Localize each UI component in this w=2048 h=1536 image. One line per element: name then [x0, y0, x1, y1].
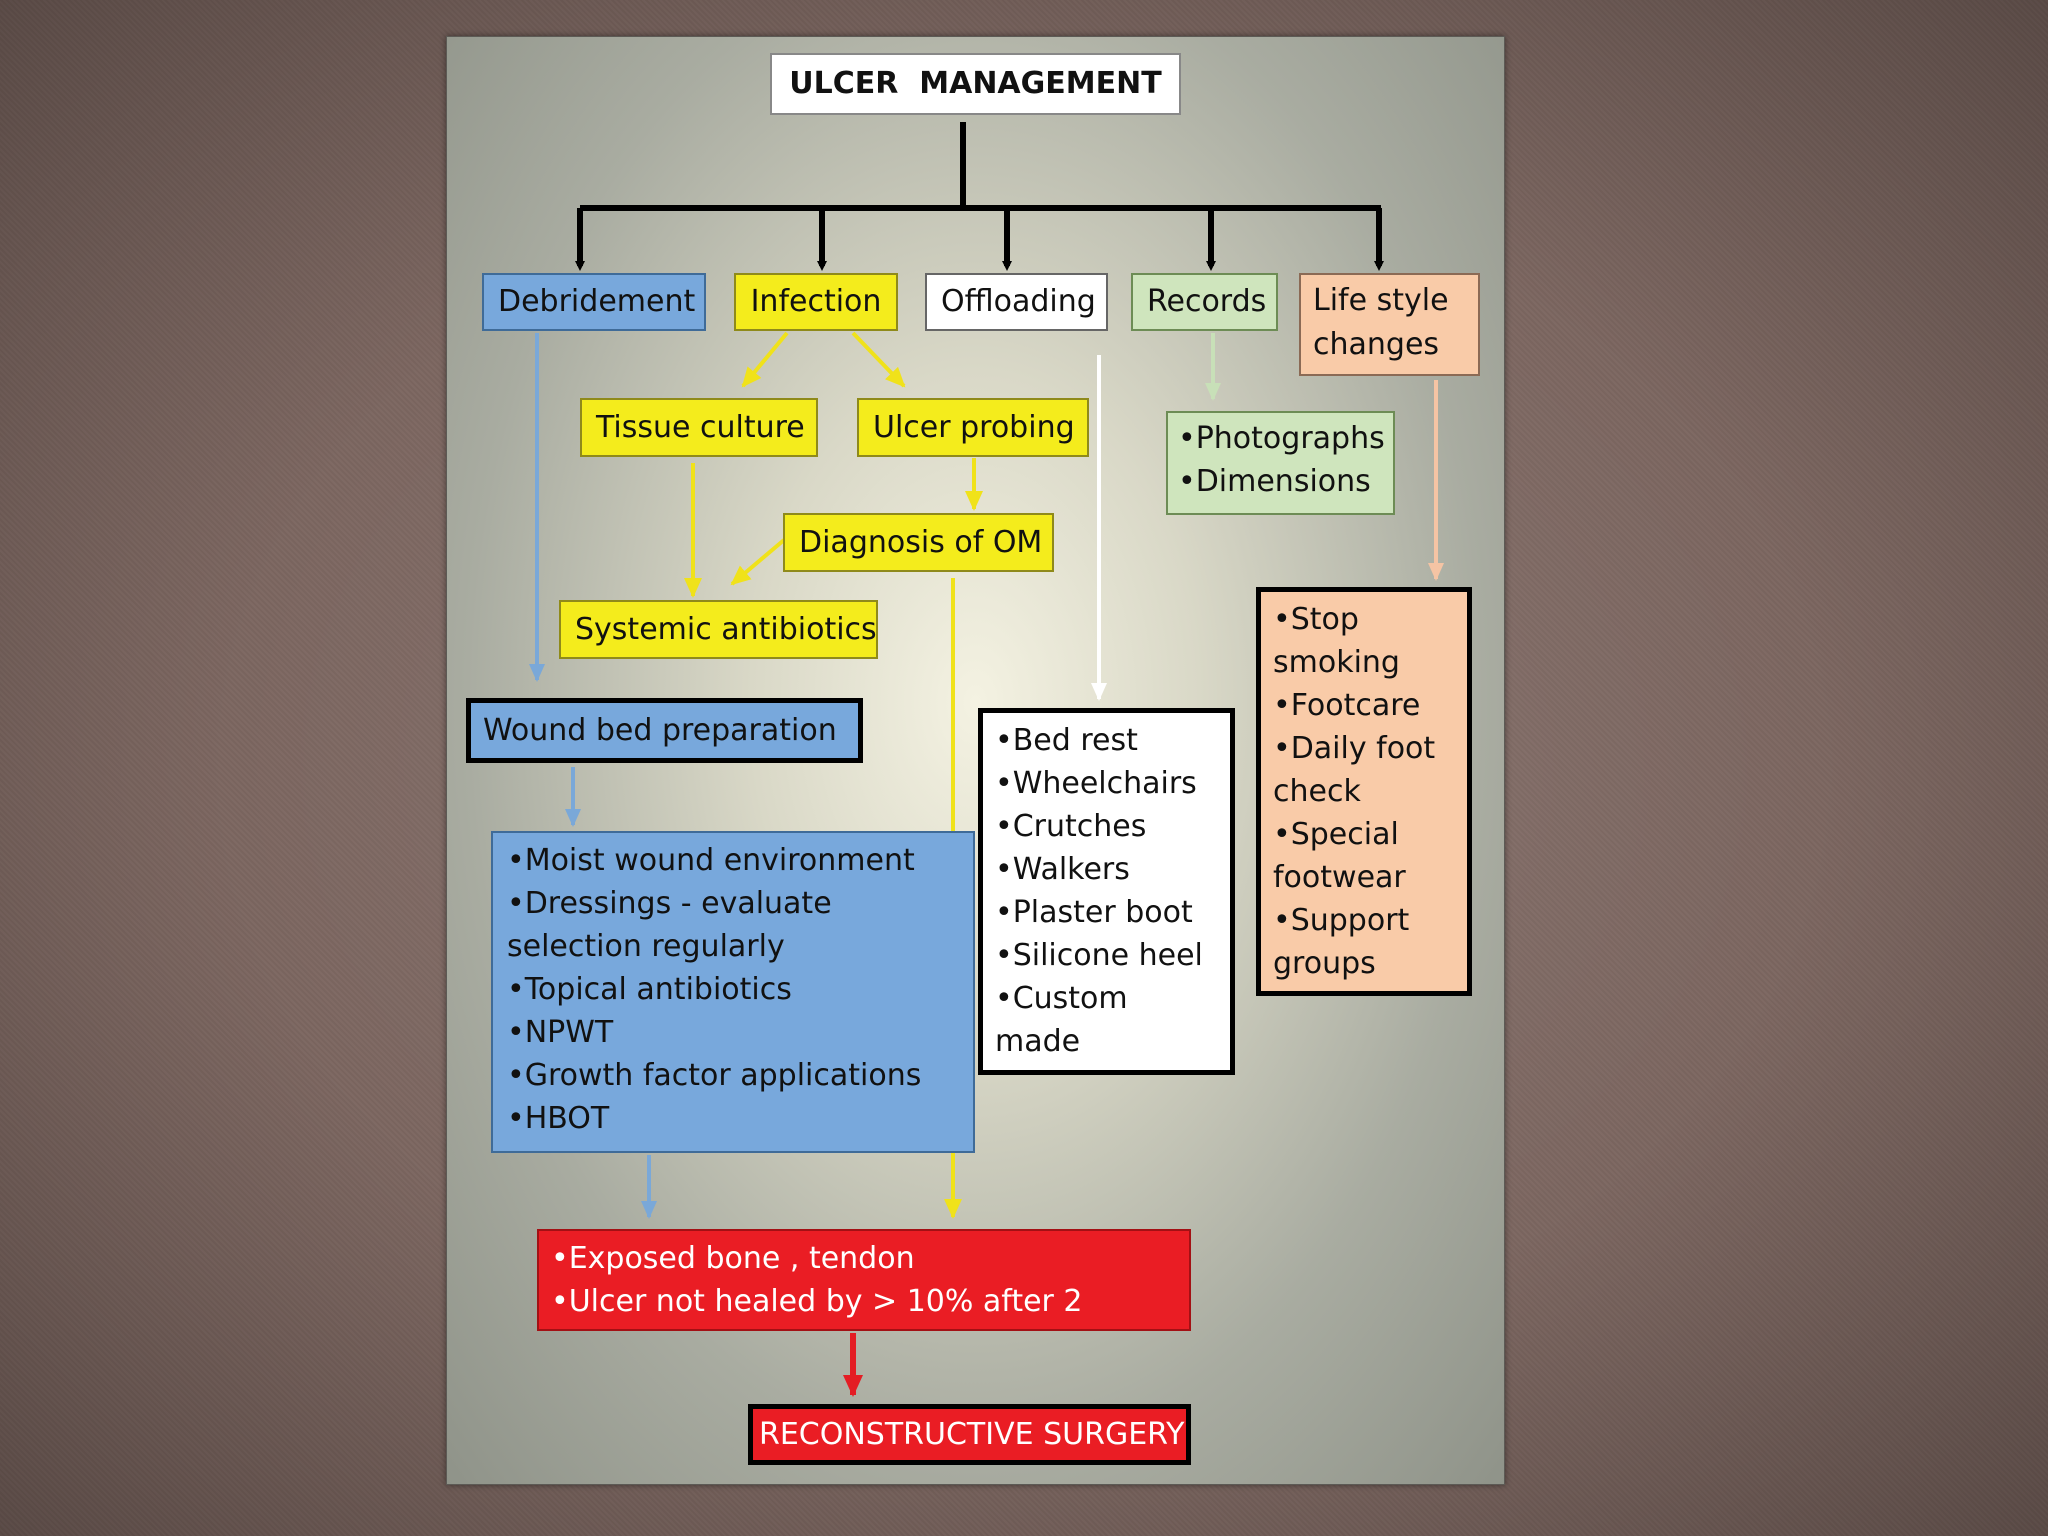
lifestyle-list-item: footwear [1273, 860, 1406, 895]
reconstructive-surgery-box: RECONSTRUCTIVE SURGERY [748, 1404, 1191, 1465]
reconstructive-surgery-label: RECONSTRUCTIVE SURGERY [759, 1417, 1185, 1452]
wound-care-list-item: •Dressings - evaluate [507, 886, 832, 921]
lifestyle-list-box: •Stop smoking •Footcare •Daily foot chec… [1256, 587, 1472, 996]
criteria-item: •Ulcer not healed by > 10% after 2 month… [551, 1284, 1083, 1329]
lifestyle-list-item: check [1273, 774, 1361, 809]
wound-care-list-item: selection regularly [507, 929, 785, 964]
lifestyle-box: Life style changes [1299, 273, 1480, 376]
debridement-label: Debridement [498, 284, 696, 319]
surgery-criteria-box: •Exposed bone , tendon •Ulcer not healed… [537, 1229, 1191, 1331]
infection-label: Infection [750, 284, 882, 319]
offloading-list-item: •Silicone heel [995, 938, 1203, 973]
debridement-box: Debridement [482, 273, 706, 331]
lifestyle-list-item: •Daily foot [1273, 731, 1436, 766]
flowchart-slide: ULCER MANAGEMENT Debridement Infection O… [446, 36, 1505, 1485]
records-label: Records [1147, 284, 1267, 319]
offloading-list-item: shoes [995, 1063, 1218, 1070]
lifestyle-label-line: Life style [1313, 283, 1449, 318]
ulcer-probing-label: Ulcer probing [873, 410, 1075, 445]
records-list-box: •Photographs •Dimensions [1166, 411, 1395, 515]
records-list-item: •Photographs [1178, 421, 1385, 456]
offloading-label: Offloading [941, 284, 1096, 319]
offloading-list-item: •Plaster boot [995, 895, 1193, 930]
offloading-list-item: •Walkers [995, 852, 1130, 887]
lifestyle-list-item: •Support [1273, 903, 1410, 938]
systemic-antibiotics-box: Systemic antibiotics [559, 600, 878, 659]
infection-box: Infection [734, 273, 898, 331]
offloading-list-item: •Custom made [995, 981, 1128, 1059]
tissue-culture-box: Tissue culture [580, 398, 818, 457]
lifestyle-list-item: •Special [1273, 817, 1399, 852]
flow-connectors [529, 122, 1444, 1397]
wound-bed-preparation-box: Wound bed preparation [466, 698, 863, 763]
page-title: ULCER MANAGEMENT [789, 66, 1162, 101]
lifestyle-list-item: groups [1273, 946, 1376, 981]
arrow-diagnosis-to-antibiotics [730, 538, 786, 586]
records-list-item: •Dimensions [1178, 464, 1371, 499]
diagnosis-om-label: Diagnosis of OM [799, 525, 1043, 560]
wound-care-list-item: •NPWT [507, 1015, 614, 1050]
wound-care-list-box: •Moist wound environment •Dressings - ev… [491, 831, 975, 1153]
ulcer-probing-box: Ulcer probing [857, 398, 1089, 457]
wound-care-list-item: •Growth factor applications [507, 1058, 922, 1093]
wound-care-list-item: •Moist wound environment [507, 843, 915, 878]
wound-care-list-item: •HBOT [507, 1101, 610, 1136]
offloading-list-item: •Bed rest [995, 723, 1138, 758]
lifestyle-list-item: •Stop [1273, 602, 1359, 637]
lifestyle-list-item: smoking [1273, 645, 1400, 680]
records-box: Records [1131, 273, 1278, 331]
criteria-item: •Exposed bone , tendon [551, 1241, 915, 1276]
offloading-box: Offloading [925, 273, 1108, 331]
lifestyle-list-item: •Footcare [1273, 688, 1421, 723]
arrow-infection-to-probing [851, 331, 906, 388]
tissue-culture-label: Tissue culture [596, 410, 805, 445]
title-box: ULCER MANAGEMENT [770, 53, 1181, 115]
arrow-infection-to-culture [741, 331, 789, 388]
offloading-list-item: •Crutches [995, 809, 1147, 844]
wound-care-list-item: •Topical antibiotics [507, 972, 792, 1007]
offloading-list-box: •Bed rest •Wheelchairs •Crutches •Walker… [978, 708, 1235, 1075]
lifestyle-label-line: changes [1313, 327, 1440, 362]
wound-bed-preparation-label: Wound bed preparation [483, 713, 837, 748]
offloading-list-item: •Wheelchairs [995, 766, 1197, 801]
diagnosis-om-box: Diagnosis of OM [783, 513, 1054, 572]
systemic-antibiotics-label: Systemic antibiotics [575, 612, 877, 647]
